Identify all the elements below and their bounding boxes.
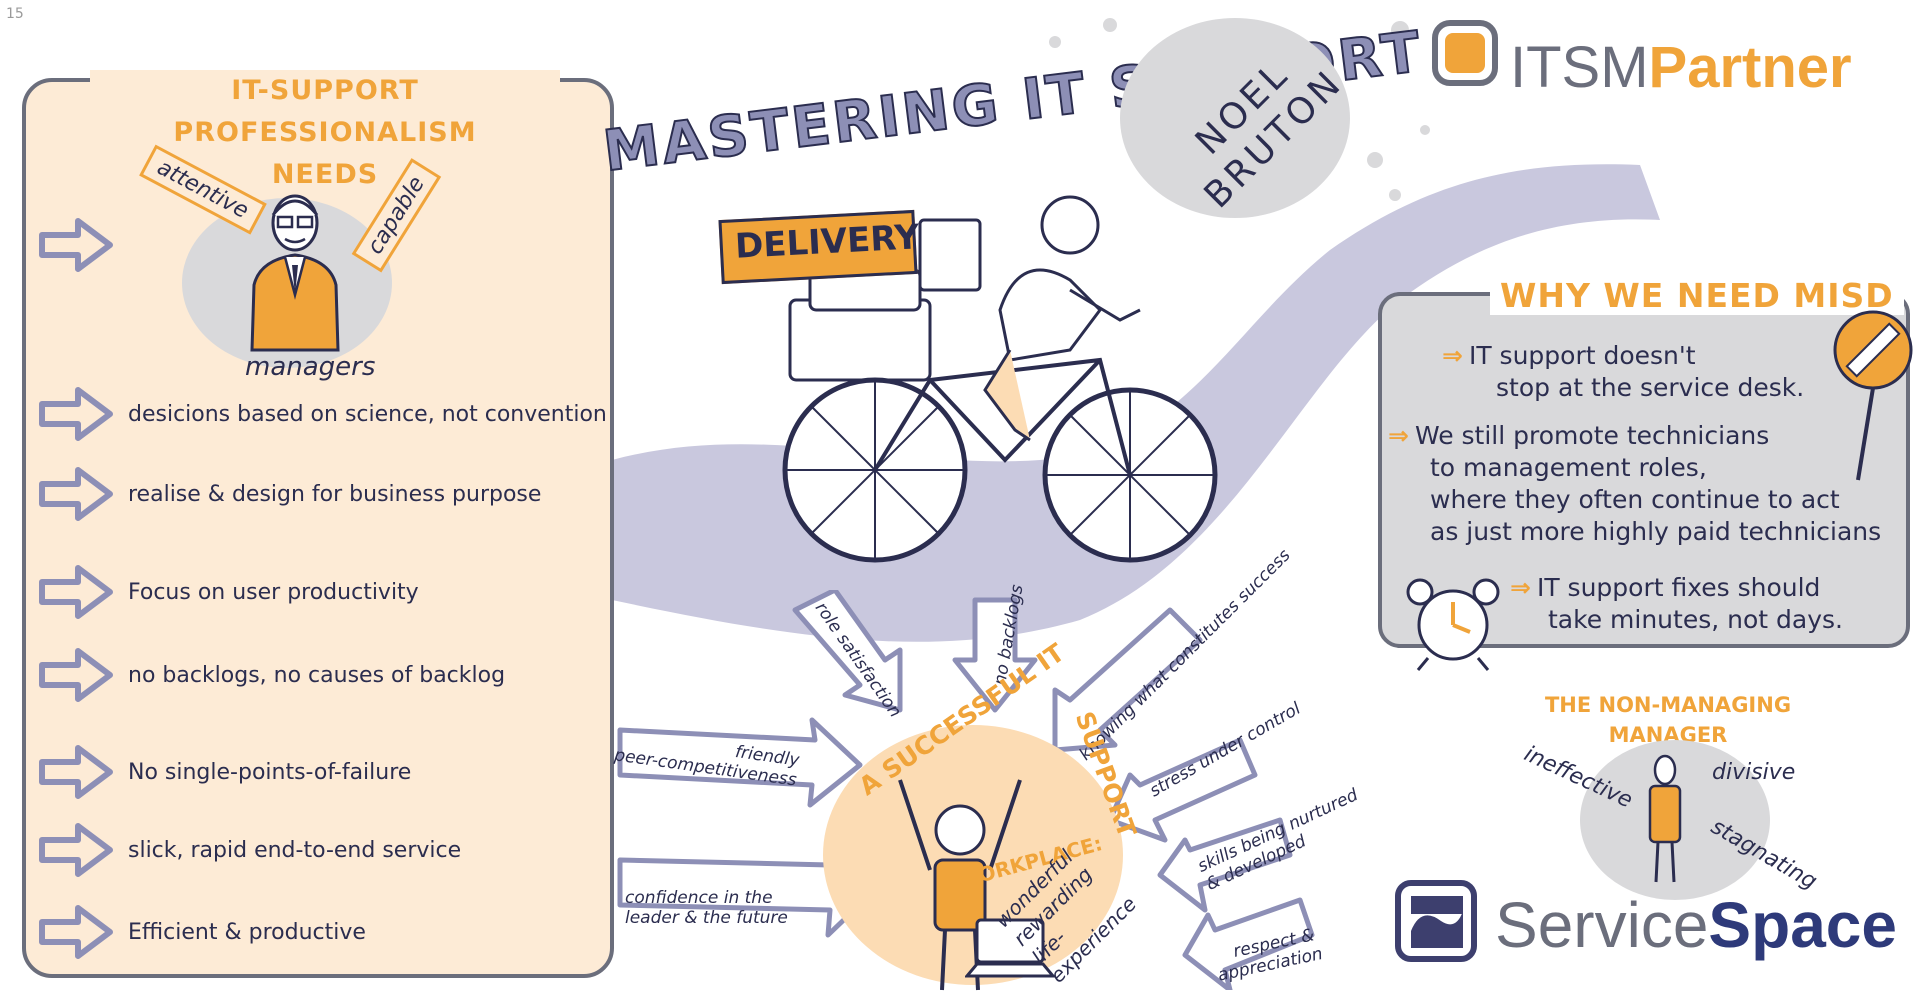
itsm-logo-text-part1: ITSM bbox=[1510, 35, 1649, 100]
why-point-text: as just more highly paid technicians bbox=[1430, 517, 1882, 546]
arrow-icon: ⇒ bbox=[1510, 573, 1531, 602]
author-circle bbox=[1120, 18, 1350, 218]
confidence-label: confidence in the leader & the future bbox=[625, 888, 788, 928]
needs-title-line2: NEEDS bbox=[271, 159, 379, 190]
need-text: desicions based on science, not conventi… bbox=[128, 401, 607, 427]
non-managing-manager-figure-icon bbox=[1648, 754, 1682, 883]
double-arrow-icon bbox=[39, 565, 113, 619]
need-text: no backlogs, no causes of backlog bbox=[128, 662, 506, 688]
why-point-text: where they often continue to act bbox=[1430, 485, 1840, 514]
bicycle-illustration bbox=[782, 195, 1218, 563]
leader-future-text: leader & the future bbox=[625, 908, 788, 928]
happy-person-icon bbox=[898, 779, 1022, 991]
needs-title-line1: IT-SUPPORT PROFESSIONALISM bbox=[173, 75, 477, 148]
why-misd-panel bbox=[1378, 292, 1910, 648]
need-item: desicions based on science, not conventi… bbox=[38, 384, 607, 444]
double-arrow-icon bbox=[39, 905, 113, 959]
need-text: Efficient & productive bbox=[128, 919, 366, 945]
double-arrow-icon bbox=[39, 648, 113, 702]
need-text: Focus on user productivity bbox=[128, 579, 419, 605]
need-item: no backlogs, no causes of backlog bbox=[38, 645, 505, 705]
double-arrow-icon bbox=[39, 218, 113, 272]
servicespace-logo-icon bbox=[1395, 880, 1477, 962]
need-item: slick, rapid end-to-end service bbox=[38, 820, 461, 880]
workplace-circle bbox=[823, 725, 1123, 985]
confidence-text: confidence in the bbox=[625, 888, 773, 908]
need-item: No single-points-of-failure bbox=[38, 742, 411, 802]
double-arrow-icon bbox=[39, 467, 113, 521]
alarm-clock-icon bbox=[1406, 578, 1500, 671]
itsm-logo-text-part2: Partner bbox=[1648, 35, 1852, 100]
nm-title-line1: THE NON-MANAGING bbox=[1544, 693, 1792, 717]
arrow-icon: ⇒ bbox=[1388, 421, 1409, 450]
need-item: Focus on user productivity bbox=[38, 562, 419, 622]
laptop-icon bbox=[965, 918, 1055, 978]
why-point-text: take minutes, not days. bbox=[1548, 605, 1843, 634]
managers-label: managers bbox=[245, 352, 376, 382]
why-point-text: to management roles, bbox=[1430, 453, 1707, 482]
double-arrow-icon bbox=[39, 745, 113, 799]
why-misd-title: WHY WE NEED MISD bbox=[1490, 276, 1904, 315]
input-arrows bbox=[617, 590, 1315, 990]
need-text: slick, rapid end-to-end service bbox=[128, 837, 462, 863]
ss-logo-text-part1: Service bbox=[1495, 889, 1709, 961]
need-text: realise & design for business purpose bbox=[128, 481, 542, 507]
why-point-text: IT support fixes should bbox=[1536, 573, 1821, 602]
ss-logo-text-part2: Space bbox=[1708, 889, 1897, 961]
manager-figure-icon bbox=[250, 194, 340, 352]
why-point-text: We still promote technicians bbox=[1414, 421, 1770, 450]
why-point-text: stop at the service desk. bbox=[1496, 373, 1805, 402]
why-point-text: IT support doesn't bbox=[1468, 341, 1696, 370]
double-arrow-icon bbox=[39, 823, 113, 877]
arrow-icon: ⇒ bbox=[1442, 341, 1463, 370]
need-text: No single-points-of-failure bbox=[128, 759, 412, 785]
servicespace-glyph-icon bbox=[1411, 896, 1463, 948]
why-point-1: ⇒IT support doesn't stop at the service … bbox=[1442, 340, 1804, 404]
why-point-2: ⇒We still promote technicians to managem… bbox=[1388, 420, 1881, 548]
why-point-3: ⇒IT support fixes should take minutes, n… bbox=[1510, 572, 1843, 636]
divisive-label: divisive bbox=[1712, 760, 1796, 785]
need-item: Efficient & productive bbox=[38, 902, 366, 962]
need-item: realise & design for business purpose bbox=[38, 464, 541, 524]
no-entry-sign-icon bbox=[1833, 310, 1913, 481]
itsm-partner-logo: ITSMPartner bbox=[1510, 36, 1852, 100]
needs-arrow-top bbox=[38, 215, 116, 275]
servicespace-logo: ServiceSpace bbox=[1495, 888, 1897, 962]
page-number: 15 bbox=[6, 6, 24, 22]
itsm-partner-logo-square bbox=[1445, 33, 1485, 73]
double-arrow-icon bbox=[39, 387, 113, 441]
